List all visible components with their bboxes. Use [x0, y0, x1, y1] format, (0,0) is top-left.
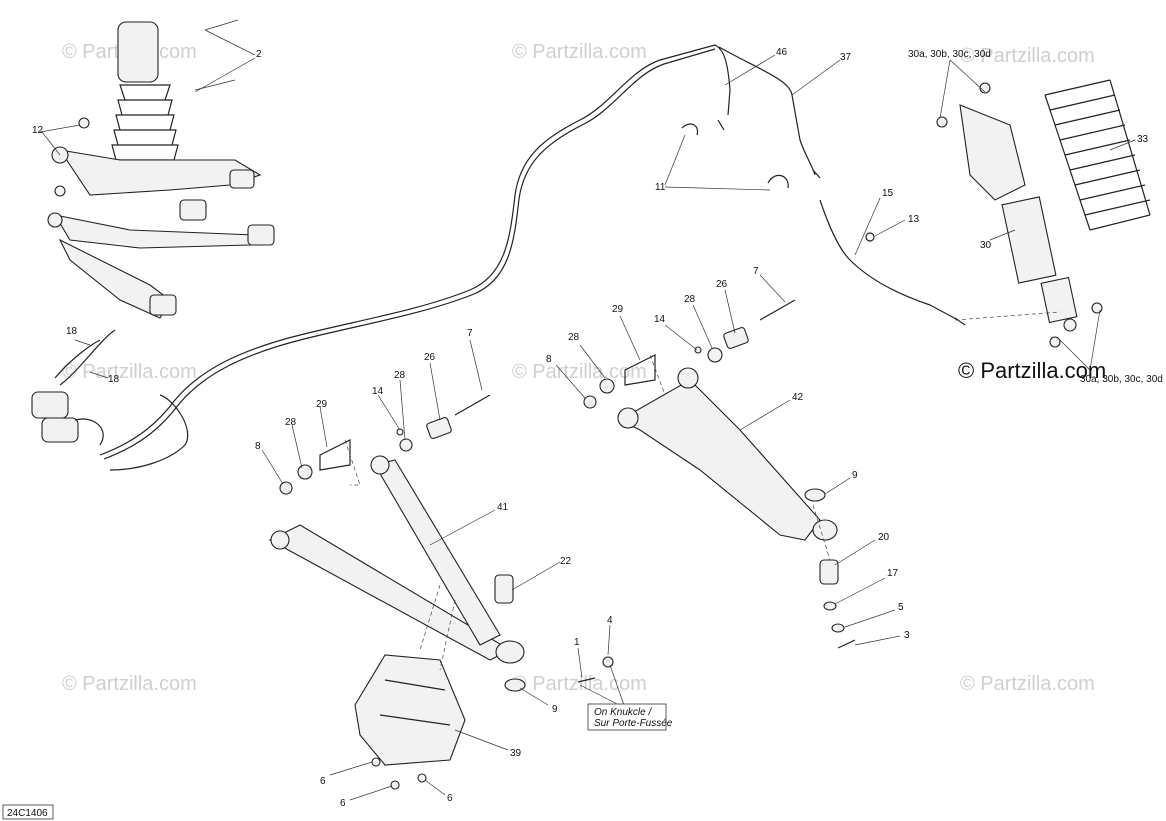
drawing-code: 24C1406: [7, 808, 48, 819]
callout-labels: 2 12 18 18 46 37 11 11 15 13 30a, 30b, 3…: [32, 47, 1163, 809]
callout: 28: [394, 370, 406, 381]
callout: 42: [792, 392, 804, 403]
callout: 6: [447, 793, 453, 804]
sensor-harness: [31, 329, 116, 446]
callout: 22: [560, 556, 572, 567]
callout: 14: [372, 386, 384, 397]
callout: 1: [574, 637, 580, 648]
watermark: © Partzilla.com: [512, 41, 647, 63]
watermark: © Partzilla.com: [512, 673, 647, 695]
skid-plate: [354, 654, 466, 766]
coil-spring: [1044, 79, 1151, 231]
callout: 11: [655, 182, 666, 193]
callout: 30a, 30b, 30c, 30d: [908, 49, 991, 60]
callout: 5: [898, 602, 904, 613]
callout: 8: [546, 354, 552, 365]
hardware: [279, 119, 966, 790]
callout: 9: [552, 704, 558, 715]
callout: 39: [510, 748, 522, 759]
callout: 28: [568, 332, 580, 343]
callout: 29: [612, 304, 624, 315]
assembly-lines: [344, 311, 1061, 671]
knuckle-note: On Knukcle / Sur Porte-Fussée: [587, 703, 673, 731]
callout: 14: [654, 314, 666, 325]
callout: 30: [980, 240, 992, 251]
note-line-1: On Knukcle /: [594, 707, 652, 718]
callout: 33: [1137, 134, 1149, 145]
callout: 26: [716, 279, 728, 290]
callout: 9: [852, 470, 858, 481]
callout: 4: [607, 615, 613, 626]
callout: 7: [753, 266, 759, 277]
callout: 12: [32, 125, 44, 136]
callout: 2: [256, 49, 262, 60]
callout: 6: [320, 776, 326, 787]
watermark: © Partzilla.com: [512, 361, 647, 383]
callout: 6: [340, 798, 346, 809]
callout: 13: [908, 214, 920, 225]
callout: 28: [684, 294, 696, 305]
callout: 17: [887, 568, 899, 579]
callout: 15: [882, 188, 894, 199]
callout: 8: [255, 441, 261, 452]
lower-a-arm: [268, 455, 526, 692]
watermark: © Partzilla.com: [960, 673, 1095, 695]
watermark: © Partzilla.com: [62, 361, 197, 383]
callout: 20: [878, 532, 890, 543]
callout: 30a, 30b, 30c, 30d: [1080, 374, 1163, 385]
brand-watermark: © Partzilla.com: [958, 358, 1106, 383]
callout: 7: [467, 328, 473, 339]
callout: 3: [904, 630, 910, 641]
callout: 18: [108, 374, 120, 385]
brake-line: [99, 44, 959, 471]
watermark-layer: © Partzilla.com © Partzilla.com © Partzi…: [62, 41, 1095, 695]
leader-lines: [39, 29, 1136, 801]
callout: 46: [776, 47, 788, 58]
callout: 18: [66, 326, 78, 337]
upper-a-arm: [617, 367, 838, 541]
callout: 41: [497, 502, 509, 513]
callout: 29: [316, 399, 328, 410]
watermark: © Partzilla.com: [62, 673, 197, 695]
shock-assembly-top-left: [47, 19, 275, 319]
note-line-2: Sur Porte-Fussée: [594, 718, 673, 729]
watermark: © Partzilla.com: [960, 45, 1095, 67]
callout: 37: [840, 52, 852, 63]
right-shock: [936, 82, 1103, 348]
callout: 26: [424, 352, 436, 363]
callout: 28: [285, 417, 297, 428]
drawing-code-box: [2, 804, 54, 820]
